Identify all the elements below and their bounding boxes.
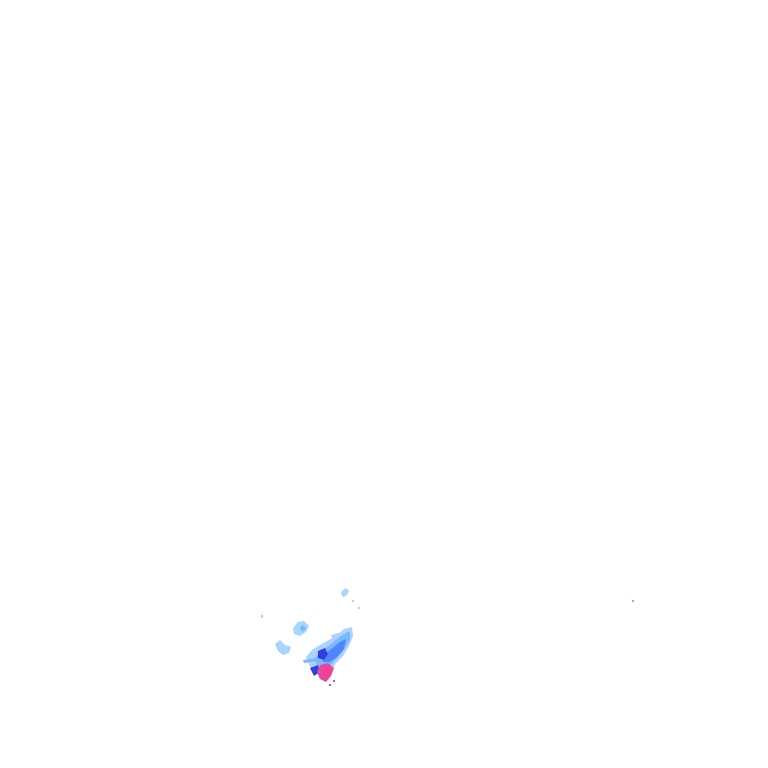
echo-pixel: [358, 607, 360, 609]
echo-blob: [323, 667, 331, 677]
echo-blob: [322, 639, 346, 662]
echo-small-north: [341, 588, 360, 609]
echo-pixel: [329, 684, 331, 686]
echo-blob: [275, 640, 291, 655]
echo-west-speck: [261, 615, 263, 618]
echo-pixel: [261, 615, 263, 618]
echo-pixel: [333, 680, 335, 682]
echo-pixel: [632, 600, 634, 602]
echo-northwest-cell: [293, 621, 309, 636]
echo-streak: [331, 631, 346, 638]
echo-far-east-speck: [632, 600, 634, 602]
echo-blob: [300, 625, 306, 632]
echo-pixel: [352, 600, 354, 602]
echo-blob: [318, 648, 328, 660]
echo-hail-core: [317, 663, 335, 686]
echo-core: [310, 647, 342, 676]
echo-streak: [303, 658, 318, 663]
echo-blob: [336, 647, 342, 655]
echo-west-cell: [275, 640, 291, 655]
echo-blob: [310, 665, 320, 676]
echo-blob: [341, 588, 349, 597]
